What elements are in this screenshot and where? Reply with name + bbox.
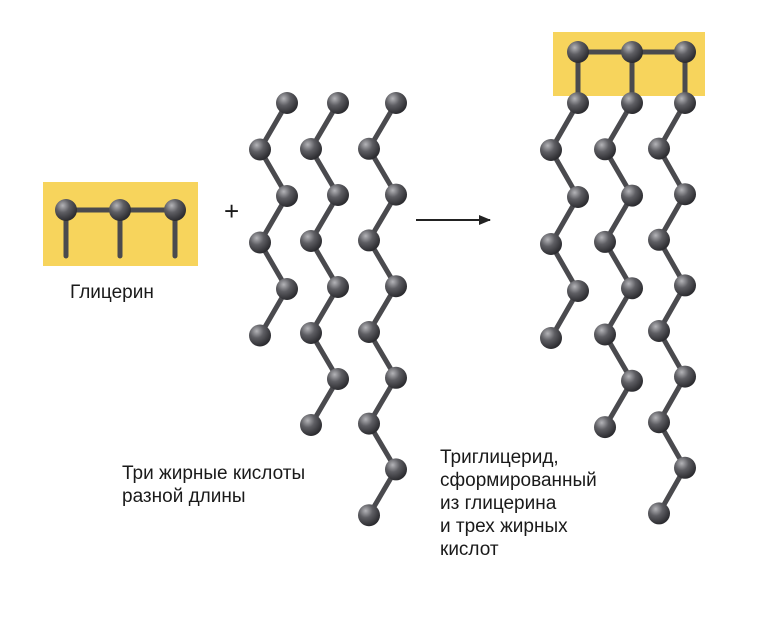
fatty-acids-label: Три жирные кислоты разной длины [122, 462, 305, 508]
atom [300, 230, 322, 252]
atom [540, 139, 562, 161]
atom [540, 327, 562, 349]
atom [567, 280, 589, 302]
atom [621, 369, 643, 392]
fatty-acids-label-line: разной длины [122, 486, 246, 507]
atom [567, 186, 589, 208]
atom [621, 41, 643, 63]
atom [648, 320, 670, 342]
triglyceride-label-line: из глицерина [440, 493, 557, 514]
atom [648, 411, 670, 434]
atom [594, 416, 616, 439]
triglyceride-molecule [540, 41, 696, 525]
atom [109, 199, 131, 221]
atom [358, 229, 380, 252]
atom [276, 278, 298, 300]
atom [327, 184, 349, 206]
atom [300, 414, 322, 436]
atom [276, 92, 298, 114]
atom [385, 92, 407, 114]
atom [358, 504, 380, 527]
fatty-acid-chains [249, 92, 407, 527]
atom [674, 365, 696, 388]
atom [358, 137, 380, 160]
atom [358, 412, 380, 435]
triglyceride-label-line: и трех жирных [440, 516, 568, 537]
triglyceride-label-line: кислот [440, 539, 499, 560]
atom [648, 137, 670, 160]
glycerin-label: Глицерин [70, 282, 154, 303]
atom [385, 458, 407, 481]
atom [385, 275, 407, 298]
atom [594, 230, 616, 253]
atom [621, 277, 643, 300]
atom [327, 92, 349, 114]
atom [621, 92, 643, 114]
plus-sign: + [224, 196, 240, 226]
atom [674, 183, 696, 206]
atom [674, 274, 696, 297]
atom [358, 321, 380, 343]
atom [164, 199, 186, 221]
atom [385, 183, 407, 206]
atom [249, 138, 271, 161]
atom [594, 138, 616, 161]
atom [648, 502, 670, 525]
atom [567, 41, 589, 63]
triglyceride-label-line: сформированный [440, 470, 597, 491]
atom [674, 41, 696, 63]
glycerin-molecule [55, 199, 186, 259]
atom [385, 366, 407, 389]
atom [327, 368, 349, 390]
atom [621, 184, 643, 207]
atom [276, 185, 298, 207]
atom [648, 228, 670, 251]
atom [594, 323, 616, 346]
atom [249, 324, 271, 347]
triglyceride-label: Триглицерид, сформированный из глицерина… [440, 446, 597, 561]
atom [55, 199, 77, 221]
atom [300, 138, 322, 160]
triglyceride-label-line: Триглицерид, [440, 447, 559, 468]
atom [300, 322, 322, 344]
atom [540, 233, 562, 255]
atom [567, 92, 589, 114]
atom [674, 92, 696, 114]
atom [249, 231, 271, 254]
atom [674, 456, 696, 479]
atom [327, 276, 349, 298]
fatty-acids-label-line: Три жирные кислоты [122, 463, 306, 484]
